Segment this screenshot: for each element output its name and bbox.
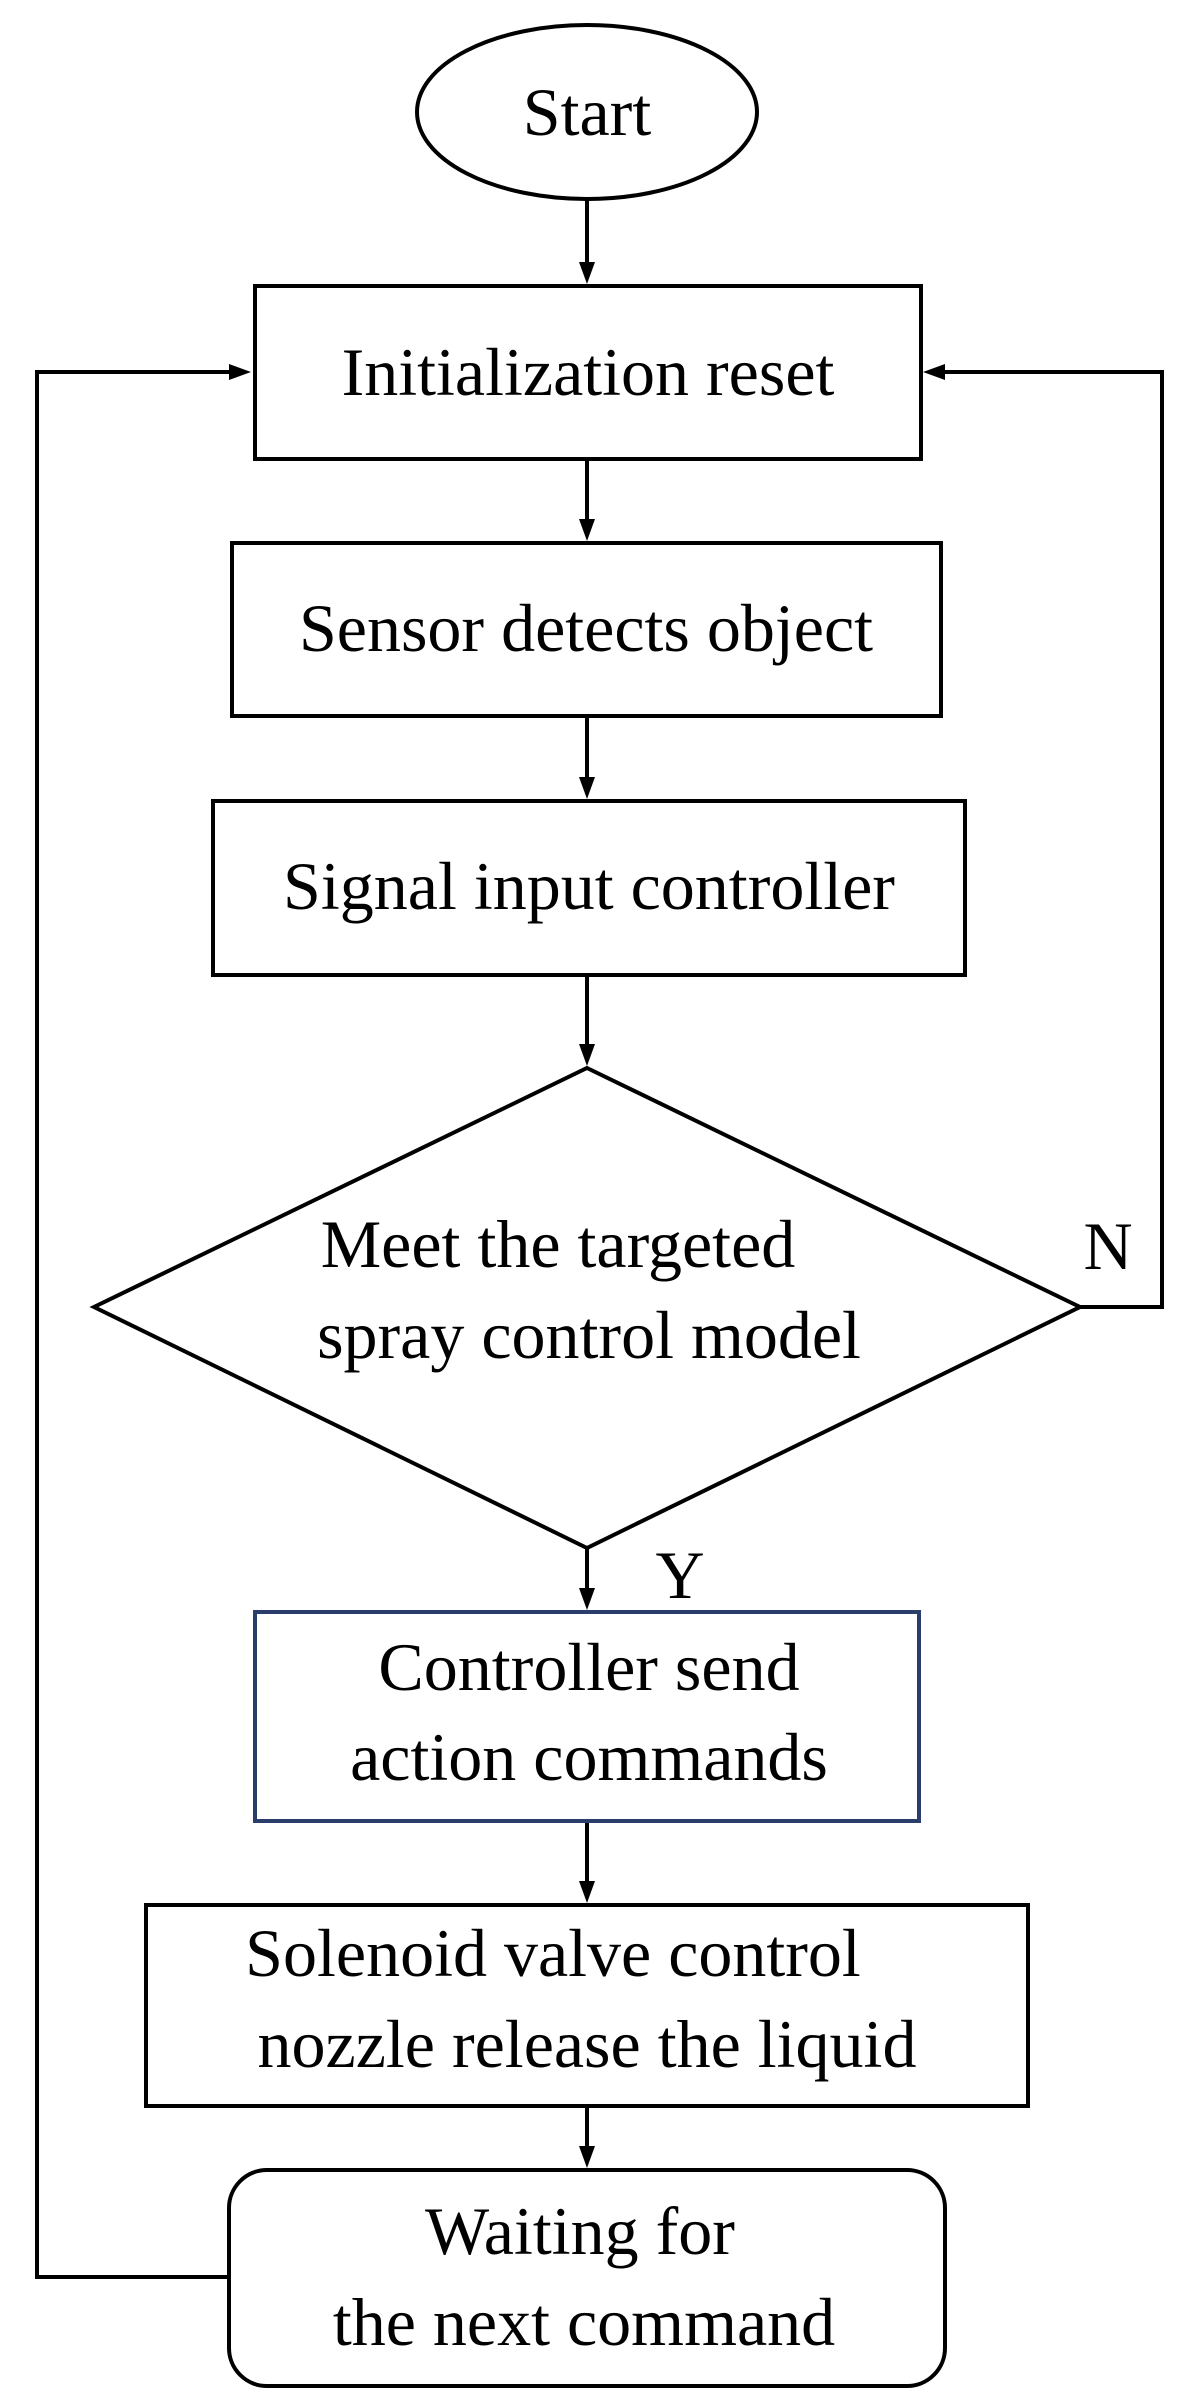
arrowhead-init-left [229,364,251,380]
signal-label: Signal input controller [283,848,895,924]
decision-node: Meet the targeted spray control model [89,1065,1085,1551]
decision-label-line1: Meet the targeted [321,1206,796,1282]
arrowhead-init [579,262,595,284]
waiting-node: Waiting for the next command [227,2168,947,2388]
solenoid-label-line2: nozzle release the liquid [258,2006,917,2082]
start-label: Start [523,74,652,150]
solenoid-node: Solenoid valve control nozzle release th… [144,1903,1030,2108]
connectors [35,200,1164,2279]
arrowhead-signal [579,777,595,799]
waiting-label-line2: the next command [333,2284,835,2360]
edge-label-no: N [1083,1208,1132,1284]
arrowhead-sensor [579,519,595,541]
controller-node: Controller send action commands [253,1610,921,1823]
controller-label-line2: action commands [350,1719,828,1795]
sensor-node: Sensor detects object [230,541,943,718]
init-node: Initialization reset [253,284,923,461]
init-label: Initialization reset [342,334,835,410]
waiting-label-line1: Waiting for [425,2193,735,2269]
edge-decision-no-loop [945,370,1164,1309]
edge-label-yes: Y [655,1537,704,1613]
arrowhead-decision [579,1044,595,1066]
solenoid-label-line1: Solenoid valve control [245,1915,861,1991]
arrowhead-controller [579,1588,595,1610]
start-node: Start [415,23,759,201]
decision-label-line2: spray control model [317,1297,861,1373]
arrowhead-init-right [923,364,945,380]
sensor-label: Sensor detects object [299,590,873,666]
edge-waiting-loop [35,370,229,2279]
arrowhead-waiting [579,2146,595,2168]
signal-node: Signal input controller [211,799,967,977]
controller-label-line1: Controller send [378,1629,799,1705]
arrowhead-solenoid [579,1881,595,1903]
